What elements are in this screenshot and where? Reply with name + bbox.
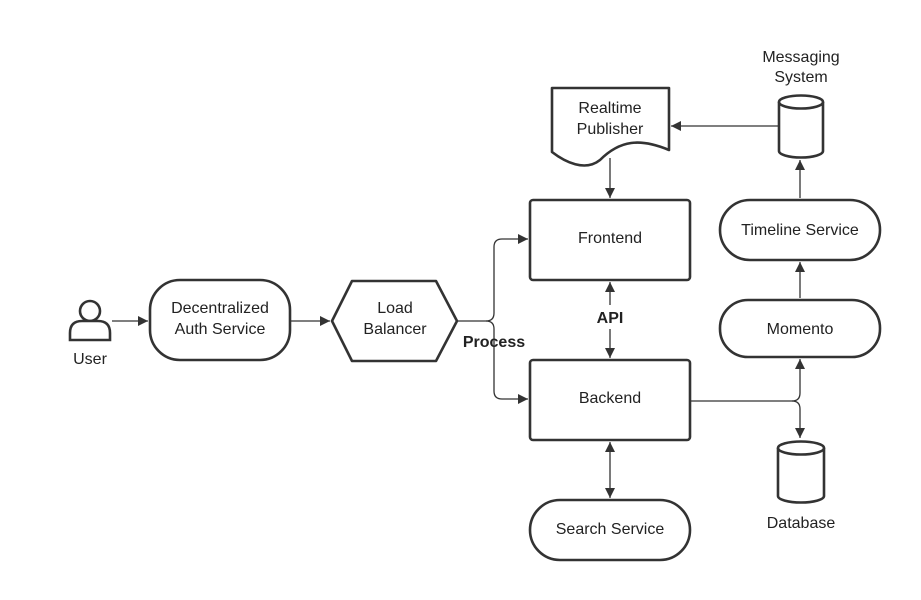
edge-backend-to-momento	[690, 359, 805, 402]
messaging-system-node: Messaging System	[762, 49, 840, 159]
database-node: Database	[767, 440, 836, 532]
auth-service-label-line2: Auth Service	[175, 321, 266, 338]
momento-label: Momento	[767, 321, 834, 338]
user-label: User	[73, 351, 107, 368]
edge-lb-to-backend	[485, 320, 528, 404]
realtime-publisher-node: Realtime Publisher	[550, 86, 671, 167]
backend-label: Backend	[579, 390, 641, 407]
search-service-label: Search Service	[556, 521, 665, 538]
messaging-database-icon	[777, 94, 825, 159]
load-balancer-label-line1: Load	[377, 300, 413, 317]
edge-backend-to-database	[791, 400, 805, 438]
database-label: Database	[767, 515, 836, 532]
timeline-service-label: Timeline Service	[741, 222, 859, 239]
process-edge-label: Process	[463, 334, 525, 351]
messaging-system-label-line2: System	[774, 69, 827, 86]
realtime-publisher-label-line2: Publisher	[577, 121, 644, 138]
user-actor: User	[68, 299, 112, 368]
user-icon	[68, 299, 112, 342]
momento-node: Momento	[718, 298, 882, 359]
api-label-background	[594, 305, 626, 329]
timeline-service-node: Timeline Service	[718, 198, 882, 262]
frontend-node: Frontend	[528, 198, 692, 282]
api-edge-label: API	[597, 310, 624, 327]
edge-lb-to-frontend	[458, 234, 528, 322]
messaging-system-label-line1: Messaging	[762, 49, 839, 66]
auth-service-node: Decentralized Auth Service	[148, 278, 292, 362]
search-service-node: Search Service	[528, 498, 692, 562]
backend-node: Backend	[528, 358, 692, 442]
load-balancer-label-line2: Balancer	[363, 321, 427, 338]
load-balancer-node: Load Balancer	[330, 279, 459, 363]
realtime-publisher-label-line1: Realtime	[578, 100, 641, 117]
auth-service-label-line1: Decentralized	[171, 300, 269, 317]
database-icon	[776, 440, 826, 504]
frontend-label: Frontend	[578, 230, 642, 247]
